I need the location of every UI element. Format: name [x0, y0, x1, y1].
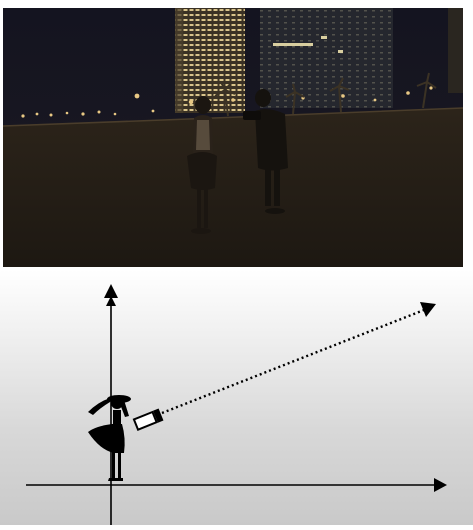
camera-angle-diagram: [0, 270, 473, 525]
city-lights: [21, 86, 433, 118]
right-tower: [260, 8, 393, 108]
night-photo: [3, 8, 463, 267]
vertical-axis-arrowhead: [104, 284, 118, 298]
dotted-arrowhead: [420, 302, 436, 317]
woman-figure: [187, 96, 217, 234]
night-photo-illustration: [3, 8, 463, 267]
horizontal-axis-arrowhead: [434, 478, 447, 492]
diagram-illustration: [26, 284, 447, 525]
dotted-direction-arrow: [161, 308, 425, 415]
palm-trees: [214, 72, 437, 117]
left-tower: [175, 8, 245, 113]
photographer-figure: [243, 89, 288, 214]
camera-icon: [132, 408, 164, 431]
woman-silhouette-icon: [88, 395, 131, 481]
